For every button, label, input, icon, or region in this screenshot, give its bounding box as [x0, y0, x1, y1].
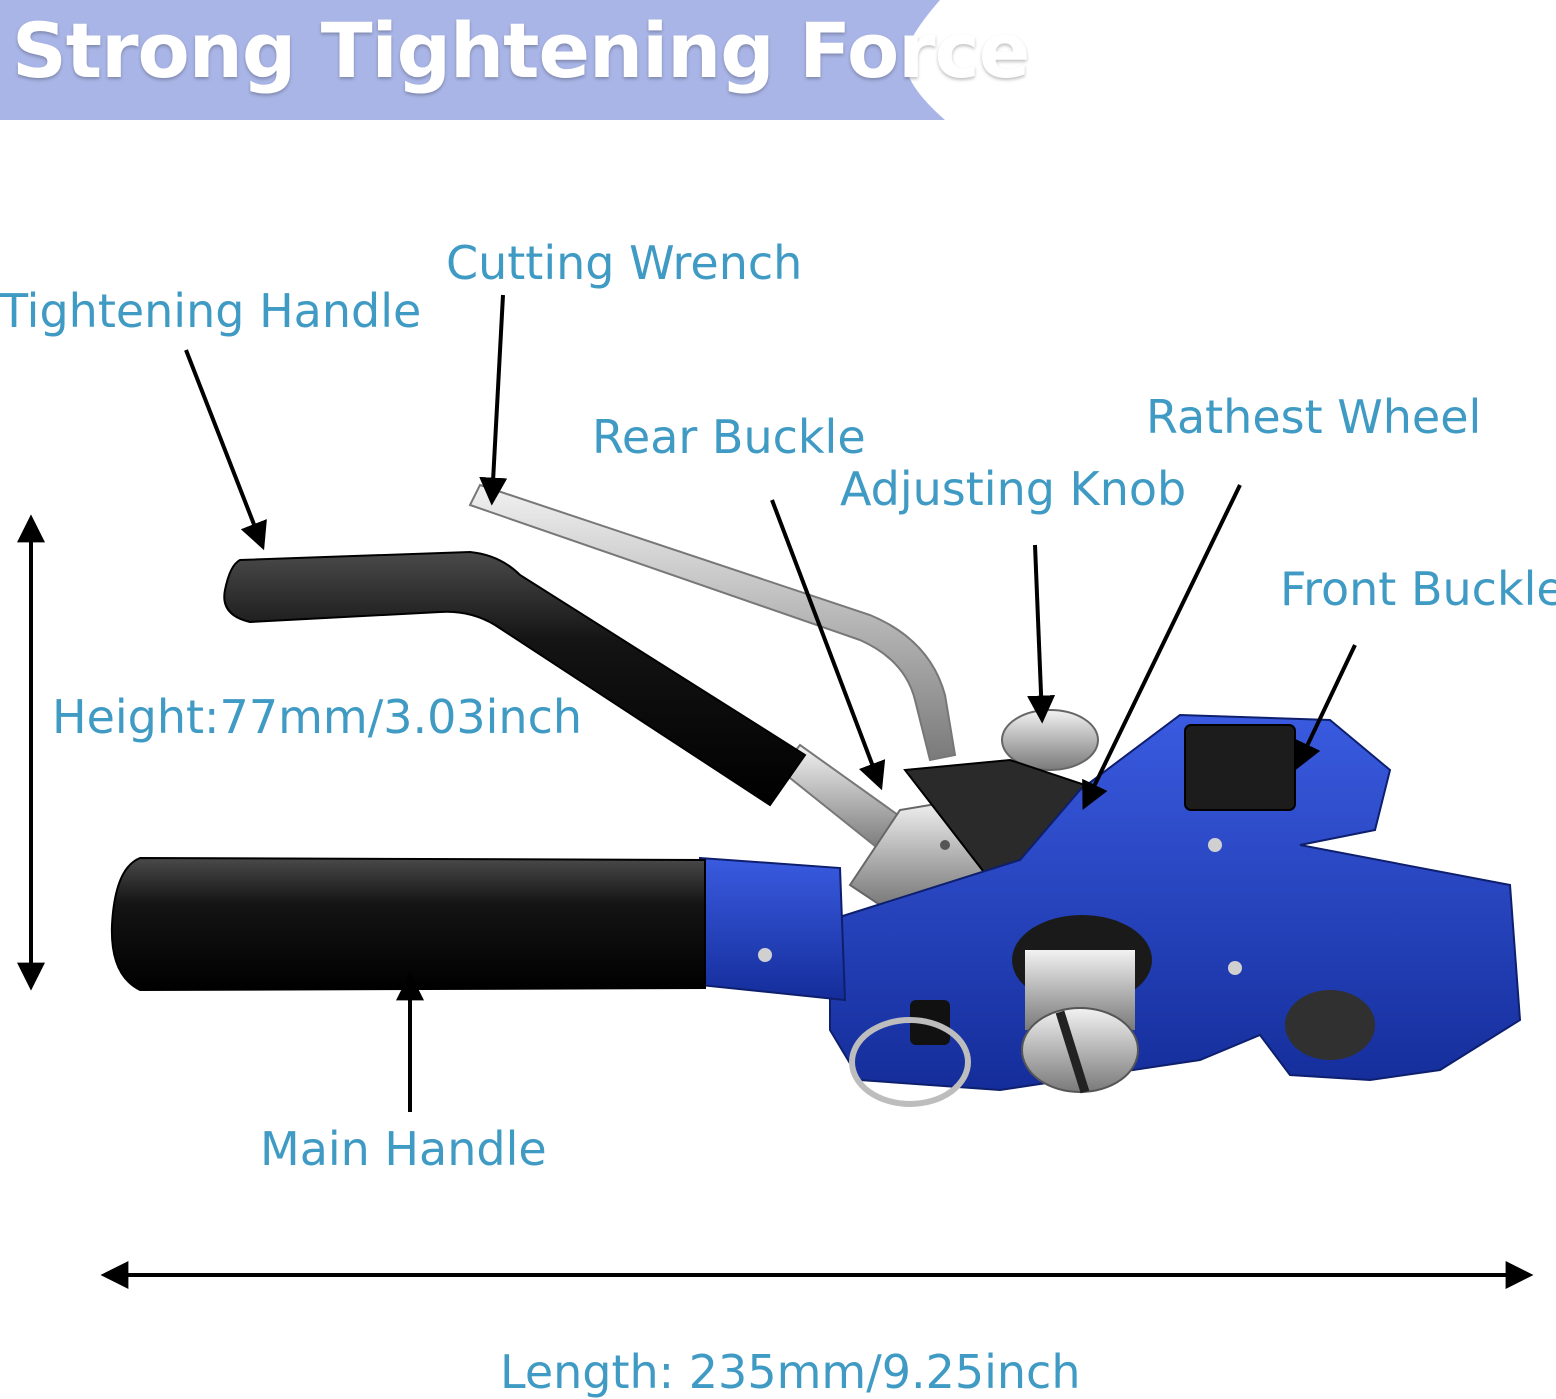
rivet [1208, 838, 1222, 852]
tightening-handle-grip [223, 550, 807, 807]
pull-ring [849, 1017, 971, 1107]
label-rear-buckle: Rear Buckle [592, 410, 866, 464]
screw-head [1021, 1007, 1139, 1093]
rivet [1228, 961, 1242, 975]
label-tightening-handle: Tightening Handle [0, 284, 422, 338]
callout-arrow-cutting-wrench [479, 294, 508, 506]
main-handle-sleeve [699, 856, 847, 1002]
adjusting-knob [1001, 709, 1099, 771]
front-buckle-teeth [1184, 724, 1296, 811]
callout-arrow-adjusting-knob [1027, 544, 1056, 724]
callout-arrow-front-buckle [1294, 644, 1357, 771]
label-cutting-wrench: Cutting Wrench [446, 236, 803, 290]
callout-arrow-rathest-wheel [1082, 484, 1242, 811]
label-adjusting-knob: Adjusting Knob [840, 462, 1187, 516]
label-main-handle: Main Handle [260, 1122, 547, 1176]
tool-illustration [110, 483, 1522, 1107]
banner-title: Strong Tightening Force [12, 6, 1030, 95]
callout-arrow-rear-buckle [770, 499, 886, 791]
cutting-wrench-rod [468, 483, 957, 762]
screw-slot [1055, 1010, 1090, 1094]
rivet [758, 948, 772, 962]
label-rathest-wheel: Rathest Wheel [1146, 390, 1482, 444]
main-handle-grip [110, 856, 706, 992]
rivet [940, 840, 950, 850]
title-banner [0, 0, 945, 120]
label-height: Height:77mm/3.03inch [52, 690, 583, 744]
label-length: Length: 235mm/9.25inch [500, 1345, 1081, 1399]
label-front-buckle: Front Buckle [1280, 562, 1556, 616]
front-opening [1285, 990, 1375, 1060]
callout-arrow-tightening-handle [184, 349, 267, 551]
